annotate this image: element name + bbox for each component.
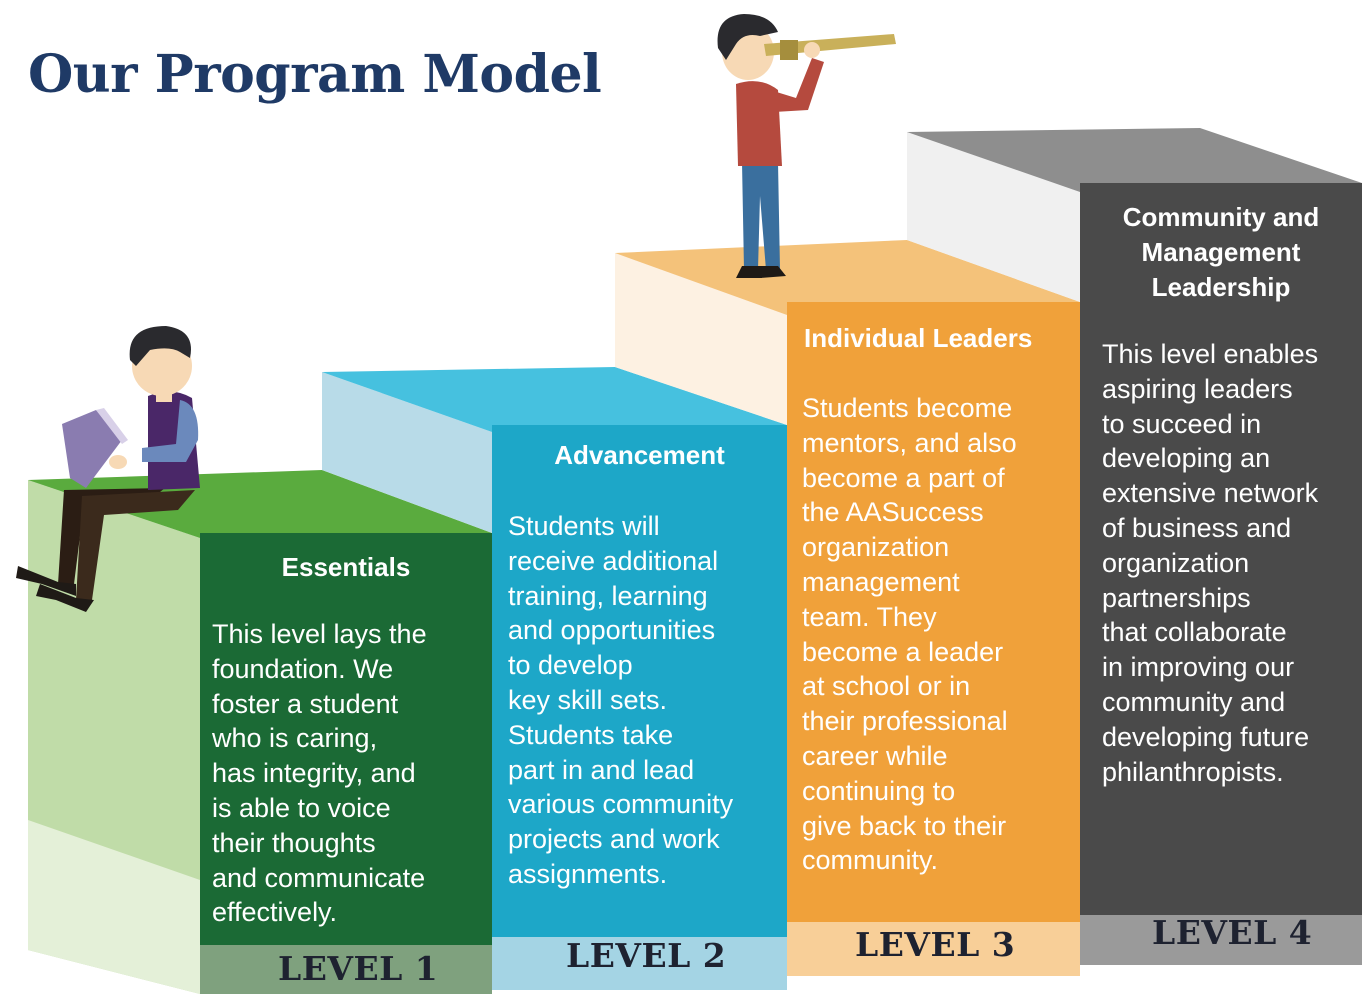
level-4-heading: Community and Management Leadership — [1122, 202, 1320, 302]
level-3-label: LEVEL 3 — [855, 925, 1016, 964]
step-level-2 — [322, 367, 787, 990]
step-1-side-shadow — [28, 820, 200, 994]
telescope-person-arm — [770, 58, 824, 112]
reading-person-illustration — [16, 326, 200, 612]
level-4-label: LEVEL 4 — [1152, 913, 1313, 952]
step-1-footer — [200, 945, 492, 994]
step-4-side — [907, 132, 1080, 302]
step-4-front — [1080, 183, 1362, 915]
level-2-box: Advancement Students will receive additi… — [492, 438, 787, 892]
level-3-box: Individual Leaders Students become mento… — [787, 321, 1080, 878]
level-3-description: Students become mentors, and also become… — [802, 393, 1017, 876]
level-1-description: This level lays the foundation. We foste… — [212, 619, 427, 928]
telescope-eyepiece — [780, 40, 798, 60]
step-3-side — [615, 253, 787, 425]
step-3-footer — [787, 922, 1080, 976]
step-2-footer — [492, 937, 787, 990]
step-3-front — [787, 302, 1080, 922]
level-4-description: This level enables aspiring leaders to s… — [1102, 339, 1319, 787]
book-pages — [96, 408, 128, 444]
telescope-person-legs — [742, 162, 780, 270]
telescope-person-hair — [717, 14, 778, 60]
step-3-top — [615, 240, 1080, 315]
reading-person-shoe-back — [16, 566, 76, 596]
step-level-4 — [907, 128, 1362, 965]
reading-person-hair — [129, 326, 191, 366]
step-2-side — [322, 372, 492, 533]
telescope-person-torso — [736, 81, 782, 166]
telescope-person-illustration — [717, 14, 896, 278]
reading-person-arm — [142, 400, 199, 462]
telescope-person-shoe-right — [760, 266, 786, 278]
step-4-footer — [1080, 915, 1362, 965]
telescope-person-hand — [804, 42, 820, 58]
reading-person-back-leg — [58, 488, 165, 584]
book-icon — [62, 410, 122, 488]
reading-person-front-leg — [76, 490, 195, 600]
step-4-top — [907, 128, 1362, 192]
level-2-description: Students will receive additional trainin… — [508, 511, 734, 889]
level-1-box: Essentials This level lays the foundatio… — [200, 550, 492, 930]
step-2-top — [322, 367, 787, 432]
level-3-heading: Individual Leaders — [804, 323, 1033, 353]
step-1-top — [28, 470, 492, 538]
step-2-front — [492, 425, 787, 937]
step-1-front — [200, 533, 492, 945]
step-level-3 — [615, 240, 1080, 976]
level-2-heading: Advancement — [554, 440, 725, 470]
level-2-label: LEVEL 2 — [566, 936, 727, 975]
level-1-heading: Essentials — [281, 552, 411, 582]
reading-person-shoe-front — [36, 584, 94, 612]
level-1-label: LEVEL 1 — [278, 949, 439, 988]
page-title: Our Program Model — [28, 44, 602, 105]
step-level-1 — [28, 470, 492, 994]
telescope-person-shoe-left — [736, 266, 762, 278]
level-4-box: Community and Management Leadership This… — [1080, 200, 1362, 789]
reading-person-hand — [109, 455, 127, 469]
